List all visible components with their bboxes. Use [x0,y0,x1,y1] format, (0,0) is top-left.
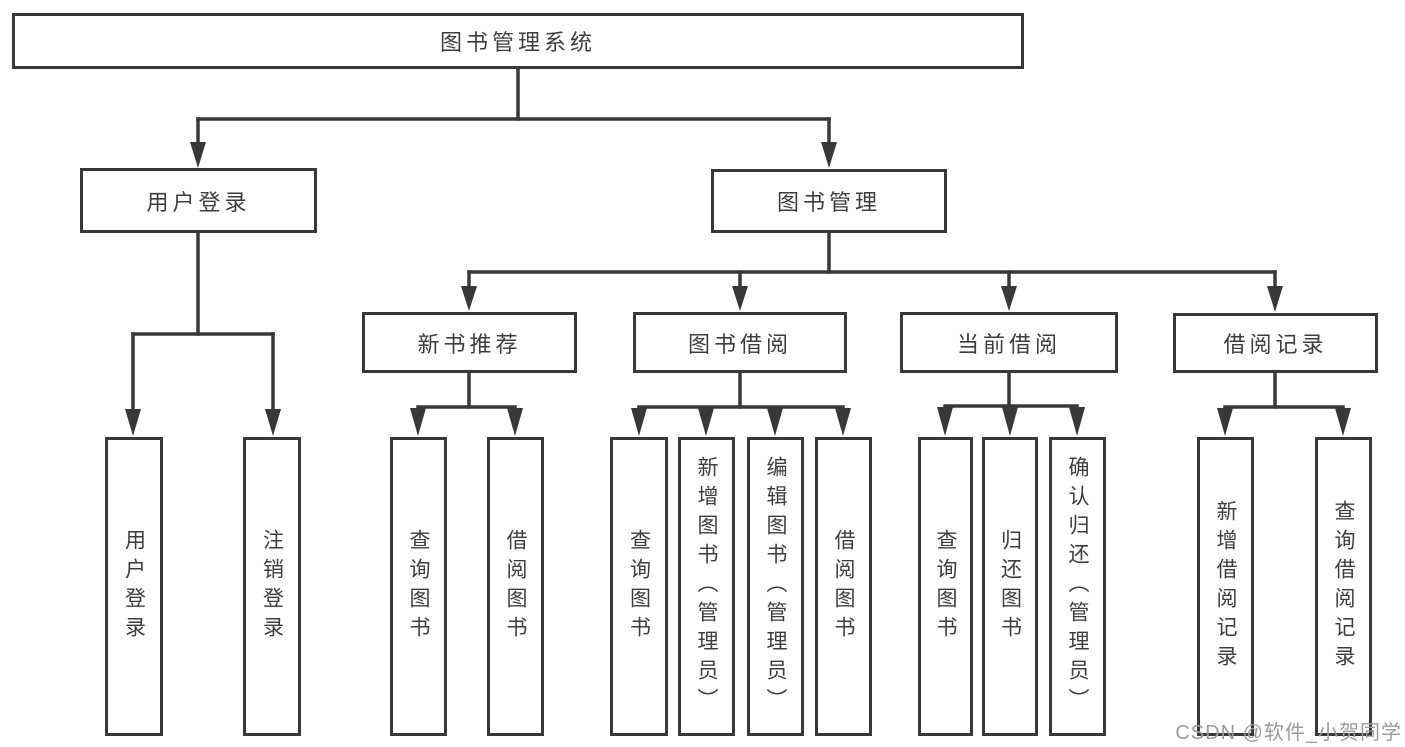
node-user-login: 用户登录 [80,168,317,233]
leaf-query-borrow-record: 查询借阅记录 [1315,437,1372,736]
node-root-system: 图书管理系统 [12,13,1024,69]
node-book-borrowing: 图书借阅 [633,312,847,373]
connector-book-management-children [461,231,1283,312]
leaf-query-books-current: 查询图书 [918,437,973,736]
watermark: CSDN @软件_小贺同学 [1175,722,1402,744]
node-current-borrowing: 当前借阅 [900,312,1118,373]
node-new-book-recommendation: 新书推荐 [362,312,577,373]
connector-book-borrowing-children [631,371,851,436]
node-borrowing-records: 借阅记录 [1173,313,1378,373]
leaf-borrow-books-recommend: 借阅图书 [487,437,544,736]
connector-new-book-children [410,371,523,436]
leaf-add-book-admin: 新增图书（管理员） [678,437,735,736]
leaf-query-books-recommend: 查询图书 [390,437,447,736]
leaf-user-login: 用户登录 [105,437,163,736]
node-book-management: 图书管理 [711,169,947,233]
leaf-confirm-return-admin: 确认归还（管理员） [1049,437,1106,736]
leaf-borrow-books-borrowing: 借阅图书 [815,437,872,736]
connector-user-login-children [125,231,281,436]
leaf-query-books-borrowing: 查询图书 [610,437,668,736]
leaf-return-book: 归还图书 [982,437,1038,736]
connector-root-to-level2 [190,67,837,168]
connector-current-borrowing-children [937,371,1085,436]
leaf-edit-book-admin: 编辑图书（管理员） [747,437,804,736]
leaf-add-borrow-record: 新增借阅记录 [1197,437,1254,736]
connector-borrowing-records-children [1217,371,1351,436]
leaf-logout: 注销登录 [243,437,301,736]
